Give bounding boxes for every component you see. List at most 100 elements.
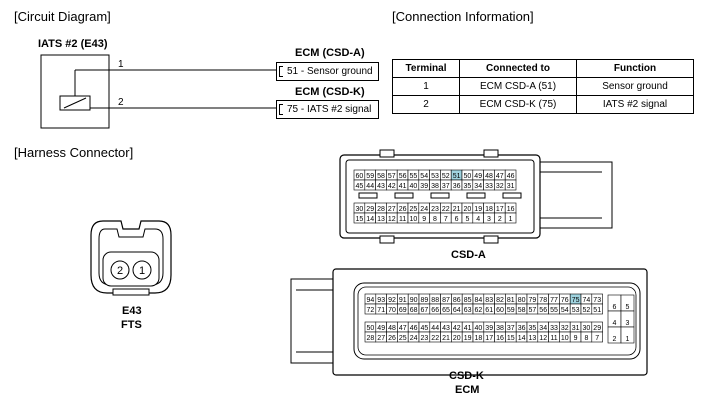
ecm-csd-k-box: 75 - IATS #2 signal: [276, 100, 379, 119]
pin-number: 58: [377, 173, 385, 180]
pin-number: 25: [410, 206, 418, 213]
e43-connector: 2 1: [90, 220, 172, 296]
pin-number: 57: [388, 173, 396, 180]
pin-number: 50: [367, 325, 375, 332]
wire-2-pin: 2: [118, 97, 124, 108]
table-row: 1 ECM CSD-A (51) Sensor ground: [392, 77, 694, 96]
pin-number: 12: [539, 335, 547, 342]
pin-number: 47: [496, 173, 504, 180]
pin-number: 16: [496, 335, 504, 342]
pin-number: 54: [420, 173, 428, 180]
pin-number: 28: [367, 335, 375, 342]
pin-number: 9: [574, 335, 578, 342]
wire-1-pin: 1: [118, 59, 124, 70]
pin-number: 3: [626, 320, 630, 327]
pin-number: 48: [485, 173, 493, 180]
pin-number: 36: [518, 325, 526, 332]
pin-number: 30: [583, 325, 591, 332]
pin-number: 15: [507, 335, 515, 342]
pin-number: 4: [476, 216, 480, 223]
pin-number: 47: [399, 325, 407, 332]
table-row: 2 ECM CSD-K (75) IATS #2 signal: [392, 95, 694, 114]
pin-number: 10: [410, 216, 418, 223]
pin-number: 60: [356, 173, 364, 180]
csd-a-label: CSD-A: [451, 249, 486, 261]
pin-number: 8: [584, 335, 588, 342]
pin-number: 1: [626, 336, 630, 343]
pin-number: 4: [613, 320, 617, 327]
pin-number: 39: [420, 183, 428, 190]
connection-info-title: [Connection Information]: [392, 9, 534, 24]
pin-cell: [504, 179, 517, 191]
pin-number: 92: [388, 297, 396, 304]
pin-number: 53: [572, 307, 580, 314]
csd-k-sub: ECM: [455, 384, 480, 396]
ecm-csd-a-box-label: 51 - Sensor ground: [287, 66, 373, 77]
pin-number: 37: [507, 325, 515, 332]
pin-number: 18: [475, 335, 483, 342]
pin-number: 20: [464, 206, 472, 213]
pin-number: 31: [507, 183, 515, 190]
pin-number: 32: [561, 325, 569, 332]
pin-number: 24: [420, 206, 428, 213]
e43-name: E43: [122, 305, 142, 317]
circuit-diagram-title: [Circuit Diagram]: [14, 9, 111, 24]
pin-number: 52: [583, 307, 591, 314]
pin-number: 34: [474, 183, 482, 190]
pin-number: 86: [453, 297, 461, 304]
pin-number: 69: [399, 307, 407, 314]
pin-number: 24: [410, 335, 418, 342]
pin-number: 46: [410, 325, 418, 332]
pin-number: 46: [507, 173, 515, 180]
pin-number: 60: [496, 307, 504, 314]
harness-connector-title: [Harness Connector]: [14, 145, 134, 160]
pin-number: 71: [377, 307, 385, 314]
pin-number: 51: [593, 307, 601, 314]
pin-number: 2: [613, 336, 617, 343]
pin-number: 63: [464, 307, 472, 314]
pin-number: 29: [366, 206, 374, 213]
pin-number: 17: [496, 206, 504, 213]
pin-number: 32: [496, 183, 504, 190]
pin-number: 89: [421, 297, 429, 304]
sensor-element-slash: [63, 97, 87, 109]
pin-number: 11: [550, 335, 557, 342]
pin-number: 75: [572, 297, 580, 304]
pin-number: 7: [444, 216, 448, 223]
pin-number: 28: [377, 206, 385, 213]
pin-number: 53: [431, 173, 439, 180]
pin-number: 48: [388, 325, 396, 332]
pin-number: 45: [356, 183, 364, 190]
pin-number: 51: [453, 173, 461, 180]
pin-number: 54: [561, 307, 569, 314]
pin-number: 56: [399, 173, 407, 180]
e43-pin-label: 2: [117, 265, 123, 277]
pin-number: 81: [507, 297, 515, 304]
pin-number: 62: [475, 307, 483, 314]
pin-number: 5: [465, 216, 469, 223]
pin-number: 36: [453, 183, 461, 190]
pin-number: 55: [550, 307, 558, 314]
pin-number: 76: [561, 297, 569, 304]
pin-number: 41: [399, 183, 407, 190]
pin-number: 38: [431, 183, 439, 190]
pin-number: 42: [453, 325, 461, 332]
pin-number: 59: [366, 173, 374, 180]
pin-number: 22: [442, 206, 450, 213]
pin-number: 78: [539, 297, 547, 304]
pin-number: 6: [455, 216, 459, 223]
pin-number: 56: [539, 307, 547, 314]
pin-number: 58: [518, 307, 526, 314]
pin-number: 41: [464, 325, 472, 332]
pin-number: 11: [399, 216, 406, 223]
pin-number: 40: [475, 325, 483, 332]
pin-number: 40: [410, 183, 418, 190]
pin-number: 67: [421, 307, 429, 314]
pin-number: 93: [377, 297, 385, 304]
pin-number: 13: [377, 216, 385, 223]
pin-number: 88: [431, 297, 439, 304]
table-cell: IATS #2 signal: [576, 95, 694, 114]
connection-table: Terminal Connected to Function 1 ECM CSD…: [392, 59, 694, 114]
pin-number: 21: [453, 206, 461, 213]
